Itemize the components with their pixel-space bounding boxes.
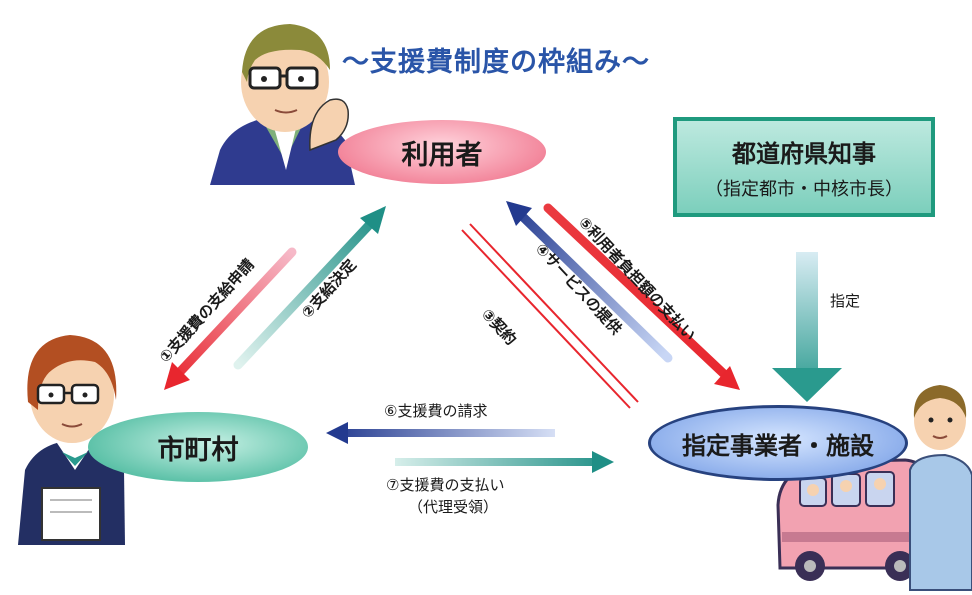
designation-arrow: [772, 252, 842, 402]
contract-lines: [461, 223, 639, 409]
woman-clerk-icon: [18, 335, 125, 545]
man-with-glasses-icon: [210, 24, 355, 185]
provider-node: 指定事業者・施設: [648, 405, 908, 481]
user-node: 利用者: [338, 120, 546, 184]
staff-person-icon: [909, 385, 972, 591]
governor-title: 都道府県知事: [732, 139, 876, 168]
application-arrow: [164, 247, 297, 390]
payment-note: （代理受領）: [408, 498, 499, 516]
decision-arrow: [233, 206, 386, 370]
designation-label: 指定: [830, 292, 861, 310]
city-node: 市町村: [88, 412, 308, 482]
service-arrow: [506, 201, 673, 363]
payment-label: ⑦支援費の支払い: [386, 476, 505, 494]
claim-label: ⑥支援費の請求: [384, 402, 488, 420]
user-payment-arrow: [543, 203, 740, 390]
diagram-title: 〜支援費制度の枠組み〜: [342, 47, 650, 78]
governor-subtitle: （指定都市・中核市長）: [705, 178, 903, 200]
governor-box: 都道府県知事 （指定都市・中核市長）: [673, 117, 935, 217]
payment-arrow: [395, 451, 614, 473]
claim-arrow: [326, 422, 555, 444]
minibus-icon: [776, 458, 936, 581]
